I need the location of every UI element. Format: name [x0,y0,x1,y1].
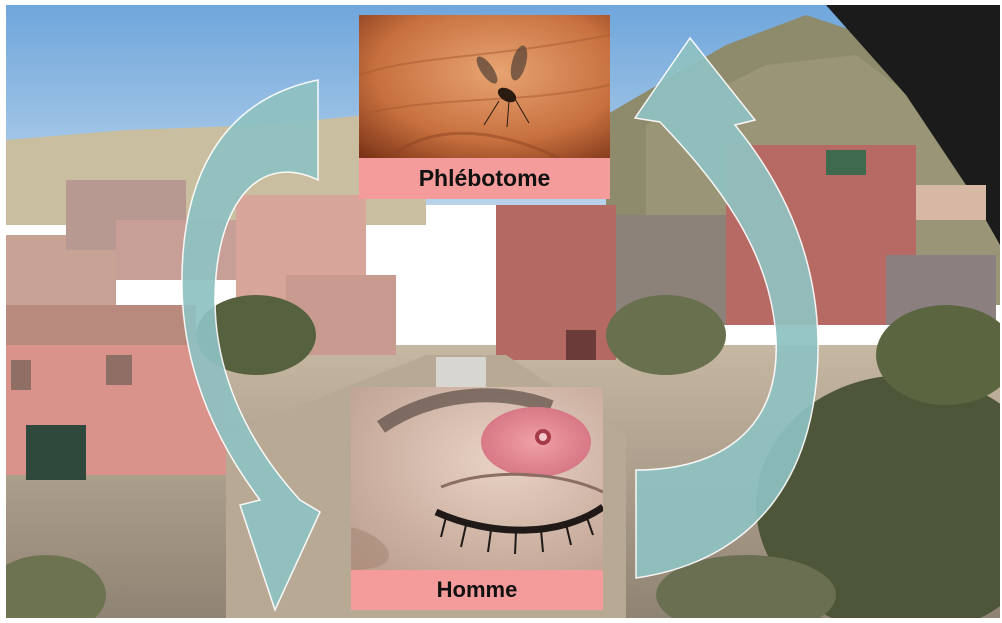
lesion-on-eyelid-image [351,387,603,570]
left-curved-arrow [182,80,320,610]
right-curved-arrow [635,38,818,578]
host-label: Homme [351,570,603,610]
vector-node: Phlébotome [359,15,610,199]
lesion [481,407,591,477]
vector-label: Phlébotome [359,158,610,199]
sandfly-on-skin-image [359,15,610,158]
host-node: Homme [351,387,603,610]
